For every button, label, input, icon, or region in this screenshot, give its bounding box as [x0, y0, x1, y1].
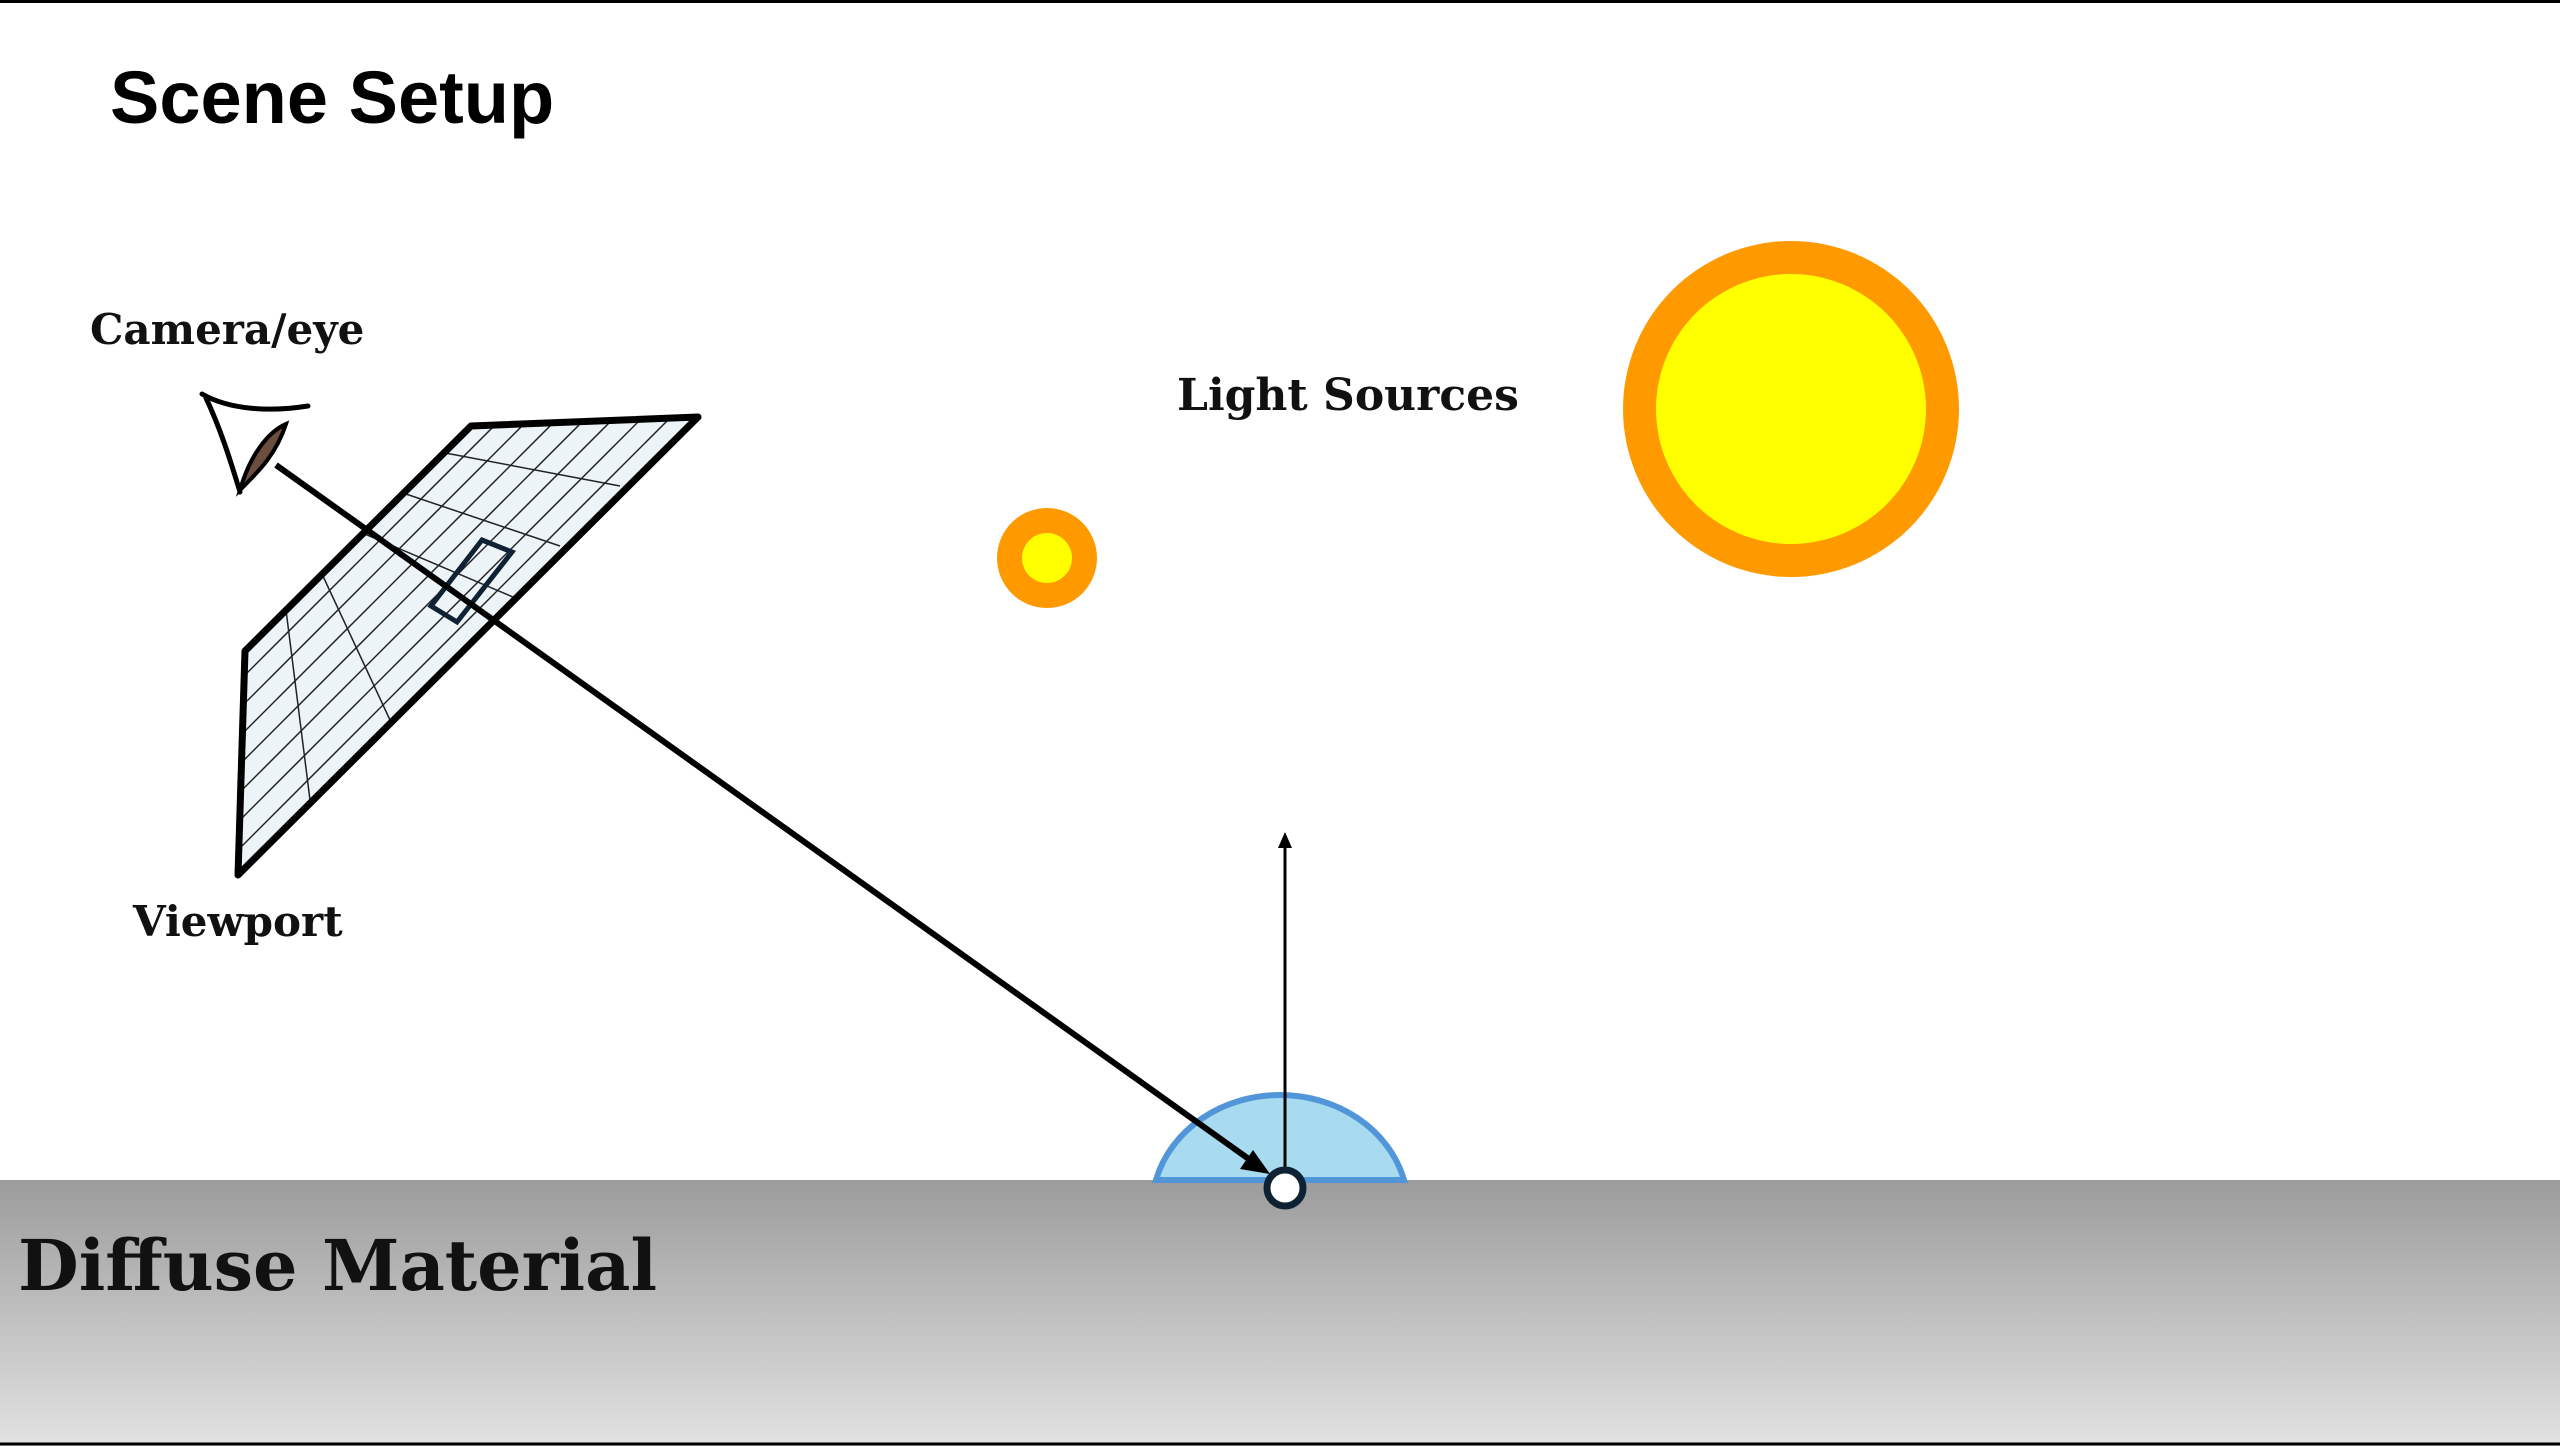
sun-icon [997, 508, 1097, 608]
light-sources-label: Light Sources [1177, 370, 1519, 421]
camera-label: Camera/eye [90, 305, 364, 354]
viewport-pixel [427, 536, 517, 626]
viewport-plane [234, 413, 702, 879]
viewport-label: Viewport [132, 897, 343, 946]
page-title: Scene Setup [110, 56, 554, 139]
diffuse-material-surface [0, 1180, 2560, 1446]
material-label: Diffuse Material [18, 1224, 657, 1307]
sun-icon [1623, 241, 1959, 577]
camera-ray-arrow [274, 462, 1270, 1174]
hit-point [1263, 1166, 1307, 1210]
eye-icon [199, 391, 311, 497]
surface-normal-arrow [1278, 832, 1292, 1185]
